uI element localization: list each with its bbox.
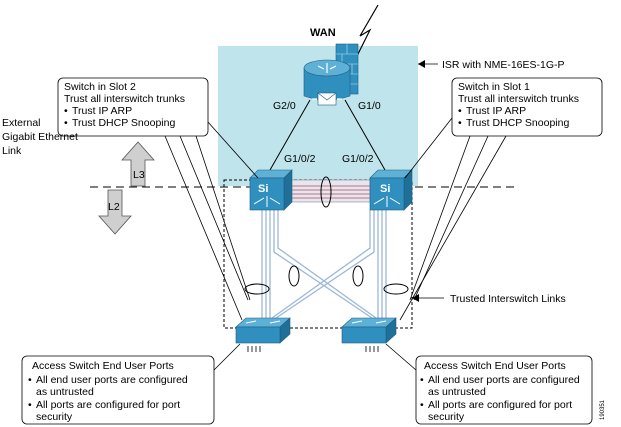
- switch-port-left: G1/0/2: [284, 153, 316, 165]
- trusted-links-label: Trusted Interswitch Links: [450, 293, 566, 305]
- access-left-b1b: as untrusted: [36, 386, 94, 398]
- layer2-down-arrow-icon: L2: [98, 189, 132, 235]
- layer3-up-arrow-icon: L3: [121, 141, 155, 187]
- svg-text:•: •: [458, 117, 462, 129]
- router-link-left: [269, 99, 311, 171]
- access-switch-right: [341, 317, 397, 352]
- access-left-pointer: [213, 343, 241, 371]
- switch-port-right: G1/0/2: [342, 153, 374, 165]
- layer2-label: L2: [108, 201, 120, 213]
- slot2-line2: Trust all interswitch trunks: [64, 93, 185, 105]
- router-link-right: [344, 99, 386, 171]
- svg-text:•: •: [64, 105, 68, 117]
- distribution-switch-left: Si: [249, 169, 293, 211]
- etherchannel-ellipse: [288, 265, 300, 287]
- access-right-pointer: [385, 343, 417, 371]
- layer3-label: L3: [133, 169, 145, 181]
- distribution-switch-right: Si: [369, 169, 413, 211]
- switch-icon-label: Si: [380, 183, 390, 195]
- access-right-callout: Access Switch End User Ports • All end u…: [415, 355, 593, 425]
- isr-router-icon: [303, 43, 359, 106]
- external-link-line1: External: [2, 117, 41, 129]
- slot2-callout: Switch in Slot 2 Trust all interswitch t…: [57, 77, 209, 137]
- access-left-b1a: All end user ports are configured: [36, 374, 188, 386]
- svg-text:•: •: [420, 399, 424, 411]
- wan-label: WAN: [310, 27, 336, 39]
- router-port-left: G2/0: [273, 100, 296, 112]
- figure-id: 190351: [600, 399, 606, 420]
- access-right-b1b: as untrusted: [428, 386, 486, 398]
- access-left-title: Access Switch End User Ports: [32, 360, 174, 372]
- slot1-line2: Trust all interswitch trunks: [458, 93, 579, 105]
- stack-link: [285, 179, 371, 203]
- slot1-callout: Switch in Slot 1 Trust all interswitch t…: [451, 77, 603, 137]
- trusted-links-box: [223, 179, 413, 329]
- etherchannel-ellipse: [352, 265, 364, 287]
- etherchannel-ellipse: [244, 283, 270, 295]
- slot1-title: Switch in Slot 1: [458, 81, 530, 93]
- access-left-b2b: security: [36, 411, 73, 423]
- access-right-b2b: security: [428, 411, 465, 423]
- svg-text:•: •: [28, 374, 32, 386]
- slot1-pointer-lines: [399, 117, 507, 321]
- slot2-title: Switch in Slot 2: [64, 81, 136, 93]
- access-switch-left: [235, 317, 291, 352]
- slot2-pointer-lines: [164, 121, 259, 321]
- access-left-callout: Access Switch End User Ports • All end u…: [21, 355, 215, 425]
- slot1-bullet2: Trust DHCP Snooping: [466, 117, 569, 129]
- svg-text:•: •: [28, 399, 32, 411]
- slot1-bullet1: Trust IP ARP: [466, 105, 526, 117]
- interswitch-links: [261, 210, 387, 319]
- isr-label: ISR with NME-16ES-1G-P: [442, 59, 565, 71]
- access-right-b2a: All ports are configured for port: [428, 399, 572, 411]
- svg-text:•: •: [64, 117, 68, 129]
- etherchannel-ellipse: [383, 283, 409, 295]
- access-right-title: Access Switch End User Ports: [424, 360, 566, 372]
- slot2-bullet2: Trust DHCP Snooping: [72, 117, 175, 129]
- external-link-line3: Link: [2, 145, 22, 157]
- svg-text:•: •: [420, 374, 424, 386]
- external-link-line2: Gigabit Ethernet: [2, 131, 78, 143]
- access-left-b2a: All ports are configured for port: [36, 399, 180, 411]
- switch-icon-label: Si: [258, 183, 268, 195]
- router-port-right: G1/0: [358, 100, 381, 112]
- slot2-bullet1: Trust IP ARP: [72, 105, 132, 117]
- wan-lightning-icon: [355, 4, 379, 59]
- etherchannel-ellipse: [320, 176, 332, 208]
- svg-text:•: •: [458, 105, 462, 117]
- access-right-b1a: All end user ports are configured: [428, 374, 580, 386]
